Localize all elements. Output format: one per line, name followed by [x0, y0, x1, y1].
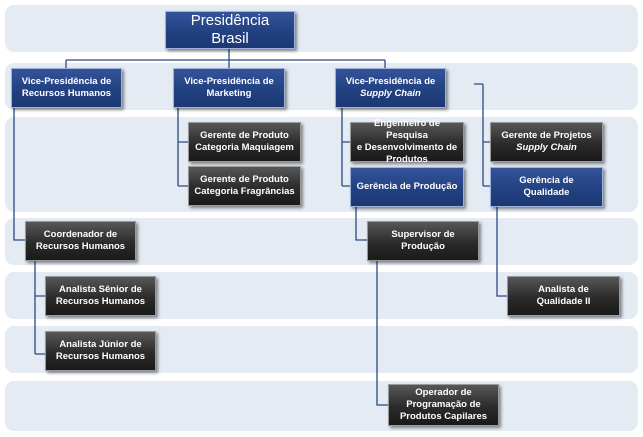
supervisor-producao-box[interactable]: Supervisor de Produção — [367, 221, 479, 261]
presidencia-brasil-box[interactable]: Presidência Brasil — [165, 11, 295, 49]
supervisor-line2: Produção — [401, 241, 445, 252]
presidencia-brasil-label: Presidência Brasil — [190, 12, 270, 47]
analista-junior-rh-box[interactable]: Analista Júnior de Recursos Humanos — [45, 331, 156, 371]
analista-junior-line1: Analista Júnior de — [59, 339, 142, 350]
vp-marketing-line1: Vice-Presidência de — [184, 76, 274, 87]
analista-qualidade-line2: Qualidade II — [536, 296, 591, 307]
vp-supply-chain-line1: Vice-Presidência de — [345, 76, 436, 87]
analista-junior-line2: Recursos Humanos — [55, 351, 146, 362]
vp-rh-line2: Recursos Humanos — [21, 88, 112, 99]
vp-supply-chain-box[interactable]: Vice-Presidência de Supply Chain — [335, 68, 446, 108]
gerente-maquiagem-line2: Categoria Maquiagem — [195, 142, 294, 153]
gerente-projetos-line2: Supply Chain — [516, 142, 577, 153]
operador-line3: Produtos Capilares — [399, 411, 488, 422]
gerencia-producao-box[interactable]: Gerência de Produção — [350, 167, 464, 207]
gerencia-producao-label: Gerência de Produção — [356, 181, 458, 192]
vp-rh-line1: Vice-Presidência de — [21, 76, 112, 87]
level-band-7 — [5, 381, 638, 431]
vp-marketing-line2: Marketing — [206, 88, 252, 99]
engenheiro-line1: Engenheiro de Pesquisa — [374, 118, 440, 141]
gerencia-qualidade-line1: Gerência de — [519, 175, 574, 186]
gerencia-qualidade-box[interactable]: Gerência de Qualidade — [490, 167, 603, 207]
analista-senior-rh-box[interactable]: Analista Sênior de Recursos Humanos — [45, 276, 156, 316]
analista-qualidade-box[interactable]: Analista de Qualidade II — [507, 276, 620, 316]
coordenador-rh-line1: Coordenador de — [43, 229, 118, 240]
analista-qualidade-line1: Analista de — [538, 284, 589, 295]
supervisor-line1: Supervisor de — [391, 229, 455, 240]
vp-marketing-box[interactable]: Vice-Presidência de Marketing — [173, 68, 285, 108]
coordenador-rh-line2: Recursos Humanos — [35, 241, 126, 252]
gerente-maquiagem-line1: Gerente de Produto — [200, 130, 289, 141]
engenheiro-pesquisa-box[interactable]: Engenheiro de Pesquisa e Desenvolvimento… — [350, 118, 464, 165]
gerencia-qualidade-line2: Qualidade — [523, 187, 570, 198]
level-band-1 — [5, 5, 638, 52]
gerente-fragrancias-line1: Gerente de Produto — [200, 174, 289, 185]
gerente-projetos-box[interactable]: Gerente de Projetos Supply Chain — [490, 122, 603, 162]
gerente-produto-fragrancias-box[interactable]: Gerente de Produto Categoria Fragrâncias — [188, 166, 301, 206]
gerente-fragrancias-line2: Categoria Fragrâncias — [194, 186, 295, 197]
engenheiro-line2: e Desenvolvimento de — [356, 142, 458, 153]
gerente-projetos-line1: Gerente de Projetos — [501, 130, 592, 141]
vp-supply-chain-line2: Supply Chain — [360, 88, 421, 99]
operador-line2: Programação de — [406, 399, 481, 410]
vp-recursos-humanos-box[interactable]: Vice-Presidência de Recursos Humanos — [11, 68, 122, 108]
gerente-produto-maquiagem-box[interactable]: Gerente de Produto Categoria Maquiagem — [188, 122, 301, 162]
analista-senior-line1: Analista Sênior de — [59, 284, 142, 295]
analista-senior-line2: Recursos Humanos — [55, 296, 146, 307]
coordenador-rh-box[interactable]: Coordenador de Recursos Humanos — [25, 221, 136, 261]
operador-line1: Operador de — [415, 387, 472, 398]
engenheiro-line3: Produtos — [386, 154, 428, 165]
operador-programacao-box[interactable]: Operador de Programação de Produtos Capi… — [388, 384, 499, 426]
